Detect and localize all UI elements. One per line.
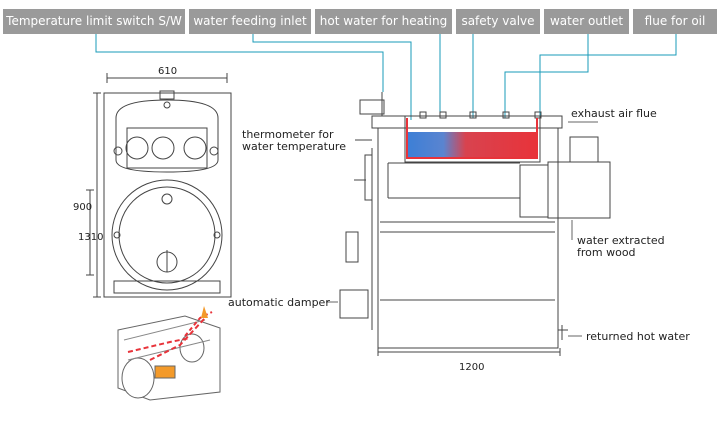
label-water-extracted-line2: from wood <box>577 246 636 259</box>
label-water-extracted: water extracted from wood <box>577 235 665 259</box>
callout-temperature-limit-switch <box>95 34 384 92</box>
water-chamber <box>407 132 537 158</box>
dimension-front-height-total: 1310 <box>78 232 104 243</box>
tab-bar: Temperature limit switch S/W water feedi… <box>0 0 721 34</box>
tab-temperature-limit-switch[interactable]: Temperature limit switch S/W <box>3 9 185 34</box>
callout-lines <box>95 34 677 120</box>
tab-flue-for-oil[interactable]: flue for oil <box>633 9 717 34</box>
label-thermometer-line1: thermometer for <box>242 128 334 141</box>
dimension-front-height-inner: 900 <box>73 202 93 213</box>
pointer-lines <box>326 121 598 337</box>
label-water-extracted-line1: water extracted <box>577 234 665 247</box>
tab-hot-water-for-heating[interactable]: hot water for heating <box>315 9 452 34</box>
label-returned-hot-water: returned hot water <box>586 330 690 343</box>
label-automatic-damper: automatic damper <box>228 296 330 309</box>
water-chamber-wall <box>406 118 538 159</box>
label-thermometer: thermometer for water temperature <box>242 129 346 153</box>
flow-schematic <box>117 306 221 401</box>
dimension-front-width: 610 <box>158 66 178 77</box>
callout-flue-for-oil <box>539 34 677 118</box>
label-thermometer-line2: water temperature <box>242 140 346 153</box>
callout-water-outlet <box>504 34 589 118</box>
tab-water-outlet[interactable]: water outlet <box>544 9 629 34</box>
front-view <box>86 73 232 298</box>
label-exhaust-air-flue: exhaust air flue <box>571 107 657 120</box>
callout-water-feeding-inlet <box>252 34 412 120</box>
tab-water-feeding-inlet[interactable]: water feeding inlet <box>189 9 311 34</box>
side-view <box>339 92 611 356</box>
tab-safety-valve[interactable]: safety valve <box>456 9 540 34</box>
dimension-side-length: 1200 <box>459 362 485 373</box>
